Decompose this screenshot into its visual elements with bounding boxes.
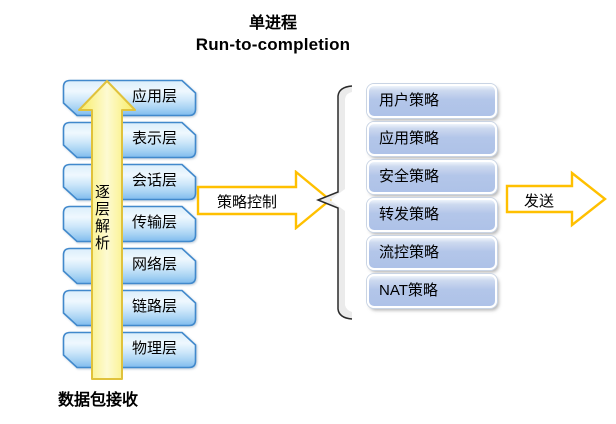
layer-label: 物理层: [131, 340, 177, 357]
title-line-1: 单进程: [248, 15, 297, 32]
layer-label: 表示层: [131, 130, 177, 147]
title-line-2: Run-to-completion: [195, 35, 351, 54]
policy-box: NAT策略: [367, 274, 497, 308]
policy-stack: 用户策略 应用策略 安全策略 转发策略 流控策略 NAT策略: [367, 84, 497, 312]
send-arrow-label: 发送: [523, 193, 554, 210]
layer-label: 传输层: [131, 214, 177, 231]
policy-label: 安全策略: [379, 168, 440, 185]
policy-arrow-label: 策略控制: [216, 194, 277, 211]
diagram-title: 单进程 Run-to-completion: [123, 14, 423, 55]
policy-box: 应用策略: [367, 122, 497, 156]
up-arrow-icon: [78, 80, 136, 380]
policy-box: 转发策略: [367, 198, 497, 232]
policy-right-arrow-icon: [196, 170, 332, 230]
layer-label: 会话层: [131, 172, 177, 189]
policy-box: 流控策略: [367, 236, 497, 270]
policy-box: 用户策略: [367, 84, 497, 118]
send-right-arrow-icon: [505, 170, 607, 228]
receive-caption: 数据包接收: [58, 392, 139, 409]
left-brace-icon: [315, 85, 353, 320]
policy-box: 安全策略: [367, 160, 497, 194]
layer-label: 链路层: [131, 298, 177, 315]
parse-label: 逐层解析: [93, 184, 110, 252]
policy-label: NAT策略: [379, 282, 438, 299]
policy-label: 用户策略: [379, 92, 440, 109]
policy-label: 转发策略: [379, 206, 440, 223]
layer-label: 网络层: [131, 256, 177, 273]
policy-label: 流控策略: [379, 244, 440, 261]
layer-label: 应用层: [131, 88, 177, 105]
policy-label: 应用策略: [379, 130, 440, 147]
